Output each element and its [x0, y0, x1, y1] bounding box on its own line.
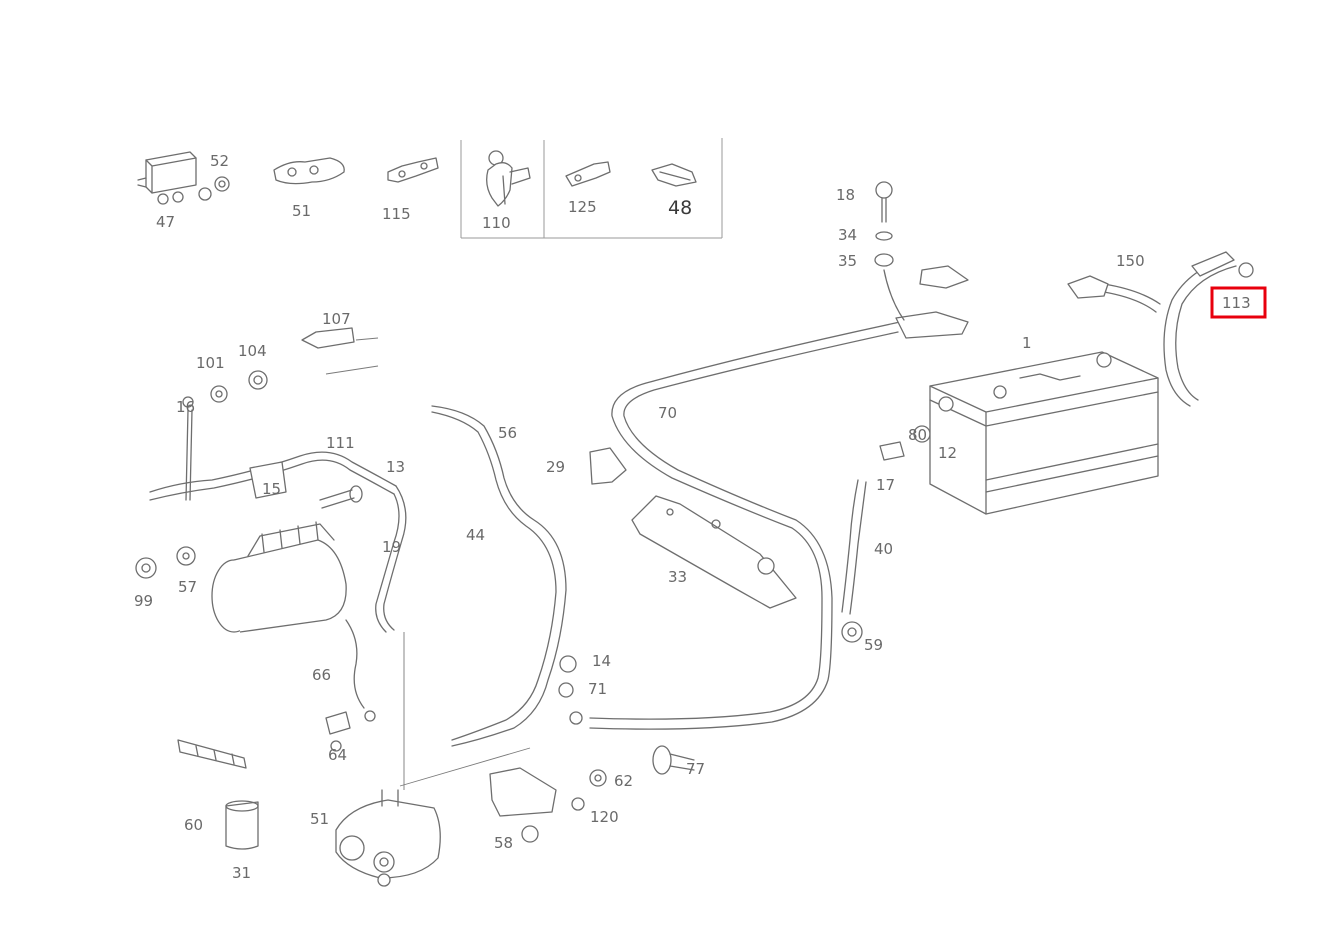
- callout-34: 34: [838, 226, 857, 244]
- callout-77: 77: [686, 760, 705, 778]
- callout-12: 12: [938, 444, 957, 462]
- callout-40: 40: [874, 540, 893, 558]
- callout-16: 16: [176, 398, 195, 416]
- callout-31: 31: [232, 864, 251, 882]
- inset-label-47: 47: [156, 213, 175, 231]
- callout-150: 150: [1116, 252, 1145, 270]
- callout-14: 14: [592, 652, 611, 670]
- top-right-terminals: [1067, 251, 1254, 299]
- inset-label-110: 110: [482, 214, 511, 232]
- inset-label-51: 51: [292, 202, 311, 220]
- callout-33: 33: [668, 568, 687, 586]
- callout-107: 107: [322, 310, 351, 328]
- callout-17: 17: [876, 476, 895, 494]
- callout-51: 51: [310, 810, 329, 828]
- inset-part-47-bracket: [137, 151, 230, 205]
- middle-parts: [589, 181, 969, 643]
- callout-19: 19: [382, 538, 401, 556]
- callout-70: 70: [658, 404, 677, 422]
- callout-60: 60: [184, 816, 203, 834]
- callout-56: 56: [498, 424, 517, 442]
- callout-58: 58: [494, 834, 513, 852]
- callout-104: 104: [238, 342, 267, 360]
- inset-label-52: 52: [210, 152, 229, 170]
- callout-29: 29: [546, 458, 565, 476]
- highlight-box: [1210, 286, 1267, 319]
- callout-59: 59: [864, 636, 883, 654]
- battery: [929, 351, 1159, 515]
- callout-80: 80: [908, 426, 927, 444]
- callout-99: 99: [134, 592, 153, 610]
- inset-part-48-clamp: [651, 163, 697, 187]
- callout-labels: 101 104 107 16 111 15 13 19 70 44 29 56 …: [134, 186, 1145, 882]
- callout-111: 111: [326, 434, 355, 452]
- callout-44: 44: [466, 526, 485, 544]
- callout-15: 15: [262, 480, 281, 498]
- inset-part-125-plug: [565, 161, 611, 187]
- small-parts-left: [135, 327, 379, 850]
- solenoid-assembly: [335, 655, 695, 887]
- callout-113: 113: [1222, 294, 1251, 312]
- callout-62: 62: [614, 772, 633, 790]
- inset-label-48: 48: [668, 197, 692, 219]
- callout-57: 57: [178, 578, 197, 596]
- callout-66: 66: [312, 666, 331, 684]
- inset-part-110-terminal: [486, 150, 531, 207]
- inset-panel: [460, 138, 723, 239]
- inset-part-51-clip: [273, 157, 345, 185]
- inset-labels: 47 52 51 115 110 125 48: [156, 152, 692, 232]
- inset-label-115: 115: [382, 205, 411, 223]
- inset-label-125: 125: [568, 198, 597, 216]
- callout-101: 101: [196, 354, 225, 372]
- callout-120: 120: [590, 808, 619, 826]
- inset-part-115-connector: [387, 157, 439, 183]
- callout-64: 64: [328, 746, 347, 764]
- callout-35: 35: [838, 252, 857, 270]
- callout-18: 18: [836, 186, 855, 204]
- main-harness: [149, 257, 1237, 790]
- callout-13: 13: [386, 458, 405, 476]
- starter-motor: [211, 485, 363, 633]
- highlighted-callout: 113: [1210, 286, 1267, 319]
- callout-71: 71: [588, 680, 607, 698]
- callout-1: 1: [1022, 334, 1032, 352]
